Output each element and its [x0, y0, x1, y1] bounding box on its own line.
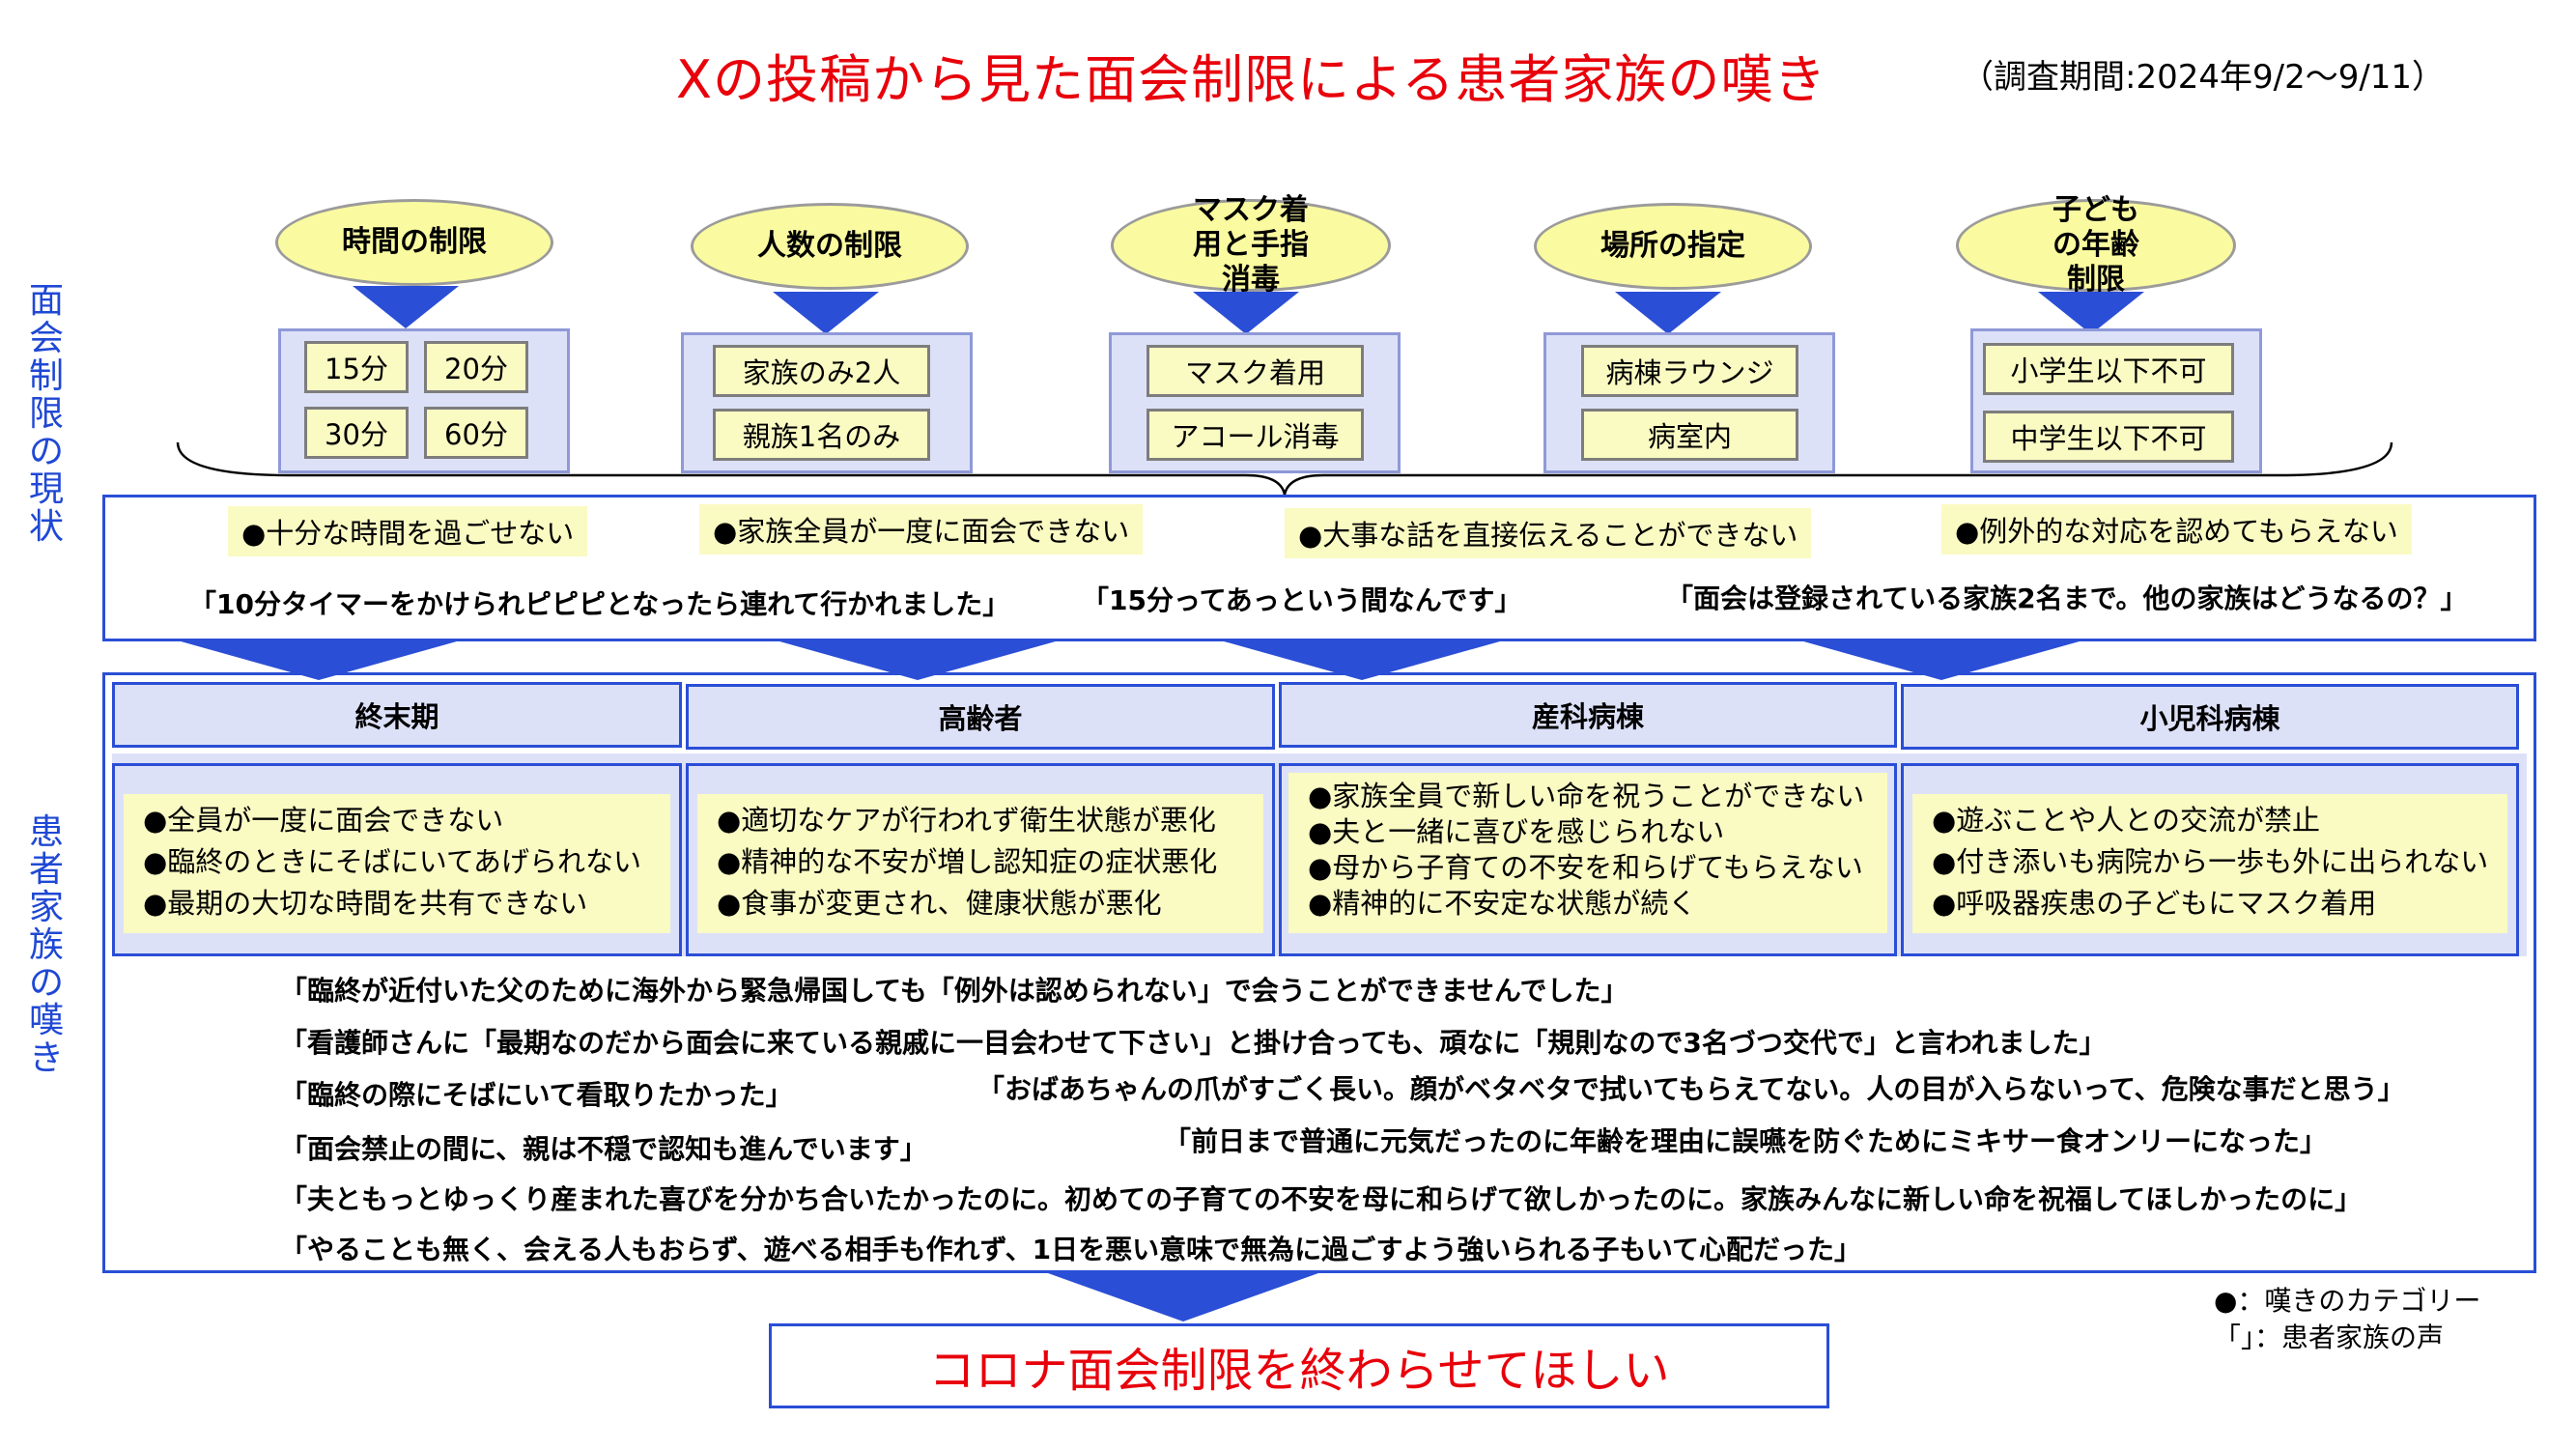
brace-connector [176, 441, 2393, 496]
chip: 親族1名のみ [713, 409, 930, 461]
list-item: ●臨終のときにそばにいてあげられない [143, 845, 641, 878]
chip: アコール消毒 [1146, 409, 1364, 461]
chip: 病室内 [1581, 409, 1798, 461]
category-tag: ●家族全員が一度に面会できない [699, 504, 1144, 554]
family-quote: 「面会禁止の間に、親は不穏で認知も進んでいます」 [280, 1133, 927, 1165]
chip: 中学生以下不可 [1983, 411, 2234, 463]
list-item: ●付き添いも病院から一歩も外に出られない [1932, 845, 2489, 878]
restriction-label-child: 子どもの年齢制限 [1956, 193, 2236, 297]
ward-header-obstetrics: 産科病棟 [1279, 682, 1897, 748]
chip: 30分 [304, 407, 409, 459]
final-arrow [1048, 1273, 1318, 1321]
family-quote: 「臨終が近付いた父のために海外から緊急帰国しても「例外は認められない」で会うこと… [280, 975, 1628, 1007]
list-item: ●家族全員で新しい命を祝うことができない [1308, 780, 1865, 812]
ward-list-elderly: ●適切なケアが行われず衛生状態が悪化 ●精神的な不安が増し認知症の症状悪化 ●食… [697, 794, 1263, 933]
chip: 小学生以下不可 [1983, 343, 2234, 395]
restriction-panel-place: 病棟ラウンジ 病室内 [1543, 332, 1835, 473]
chip: 60分 [424, 407, 528, 459]
family-quote: 「やることも無く、会える人もおらず、遊べる相手も作れず、1日を悪い意味で無為に過… [280, 1234, 1862, 1265]
chip: 病棟ラウンジ [1581, 345, 1798, 397]
list-item: ●適切なケアが行われず衛生状態が悪化 [717, 804, 1216, 837]
chip: 20分 [424, 341, 528, 393]
restriction-label-time: 時間の制限 [275, 199, 553, 286]
ward-column-pediatrics [1901, 763, 2519, 956]
chip: 15分 [304, 341, 409, 393]
category-tag: ●十分な時間を過ごせない [228, 506, 588, 556]
side-label-current: 面会制限の現状 [28, 281, 64, 547]
category-tag: ●大事な話を直接伝えることができない [1285, 508, 1812, 558]
ward-column-obstetrics [1279, 763, 1897, 956]
list-item: ●最期の大切な時間を共有できない [143, 887, 588, 920]
restriction-panel-time: 15分 20分 30分 60分 [278, 328, 570, 473]
family-quote: 「夫ともっとゆっくり産まれた喜びを分かち合いたかったのに。初めての子育ての不安を… [280, 1183, 2363, 1215]
down-arrow-icon [353, 286, 459, 328]
side-label-laments: 患者家族の嘆き [28, 812, 64, 1078]
list-item: ●遊ぶことや人との交流が禁止 [1932, 804, 2321, 837]
page-title: Xの投稿から見た面会制限による患者家族の嘆き [676, 49, 1827, 110]
legend: ●：嘆きのカテゴリー 「」：患者家族の声 [2214, 1283, 2480, 1356]
down-arrow-icon [2038, 292, 2144, 334]
survey-period: （調査期間:2024年9/2〜9/11） [1961, 58, 2446, 97]
family-quote: 「おばあちゃんの爪がすごく長い。顔がベタベタで拭いてもらえてない。人の目が入らな… [977, 1073, 2405, 1105]
restriction-label-mask: マスク着用と手指消毒 [1111, 193, 1391, 297]
ward-header-terminal: 終末期 [112, 682, 682, 748]
ward-list-obstetrics: ●家族全員で新しい命を祝うことができない ●夫と一緒に喜びを感じられない ●母か… [1288, 773, 1887, 933]
legend-quote: 「」：患者家族の声 [2214, 1321, 2445, 1353]
restriction-label-place: 場所の指定 [1534, 203, 1812, 290]
ward-list-terminal: ●全員が一度に面会できない ●臨終のときにそばにいてあげられない ●最期の大切な… [124, 794, 670, 933]
down-arrow-icon [773, 292, 879, 334]
category-tag: ●例外的な対応を認めてもらえない [1941, 504, 2412, 554]
family-quote: 「臨終の際にそばにいて看取りたかった」 [280, 1079, 793, 1111]
ward-header-elderly: 高齢者 [686, 684, 1275, 750]
ward-box [102, 672, 2536, 1273]
ward-column-terminal [112, 763, 682, 956]
ward-list-pediatrics: ●遊ぶことや人との交流が禁止 ●付き添いも病院から一歩も外に出られない ●呼吸器… [1912, 794, 2507, 933]
list-item: ●全員が一度に面会できない [143, 804, 504, 837]
down-arrow-icon [1193, 292, 1299, 334]
family-quote: 「看護師さんに「最期なのだから面会に来ている親戚に一目会わせて下さい」と掛け合っ… [280, 1027, 2107, 1059]
list-item: ●母から子育ての不安を和らげてもらえない [1308, 851, 1863, 884]
ward-column-elderly [686, 763, 1275, 956]
family-quote: 「前日まで普通に元気だったのに年齢を理由に誤嚥を防ぐためにミキサー食オンリーにな… [1164, 1125, 2328, 1157]
chip: マスク着用 [1146, 345, 1364, 397]
restriction-panel-mask: マスク着用 アコール消毒 [1109, 332, 1401, 473]
list-item: ●精神的に不安定な状態が続く [1308, 887, 1697, 920]
restriction-label-count: 人数の制限 [691, 203, 969, 290]
restriction-panel-child: 小学生以下不可 中学生以下不可 [1970, 328, 2262, 473]
family-quote: 「10分タイマーをかけられピピピとなったら連れて行かれました」 [189, 588, 1010, 620]
restriction-panel-count: 家族のみ2人 親族1名のみ [681, 332, 973, 473]
family-quote: 「面会は登録されている家族2名まで。他の家族はどうなるの？」 [1666, 582, 2468, 614]
conclusion-box: コロナ面会制限を終わらせてほしい [769, 1323, 1829, 1408]
ward-header-pediatrics: 小児科病棟 [1901, 684, 2519, 750]
chip: 家族のみ2人 [713, 345, 930, 397]
list-item: ●精神的な不安が増し認知症の症状悪化 [717, 845, 1218, 878]
list-item: ●夫と一緒に喜びを感じられない [1308, 815, 1725, 848]
legend-bullet: ●：嘆きのカテゴリー [2214, 1285, 2481, 1317]
down-arrow-icon [1615, 292, 1721, 334]
down-arrows-row [174, 639, 2086, 680]
family-quote: 「15分ってあっという間なんです」 [1082, 584, 1522, 616]
list-item: ●食事が変更され、健康状態が悪化 [717, 887, 1162, 920]
list-item: ●呼吸器疾患の子どもにマスク着用 [1932, 887, 2377, 920]
